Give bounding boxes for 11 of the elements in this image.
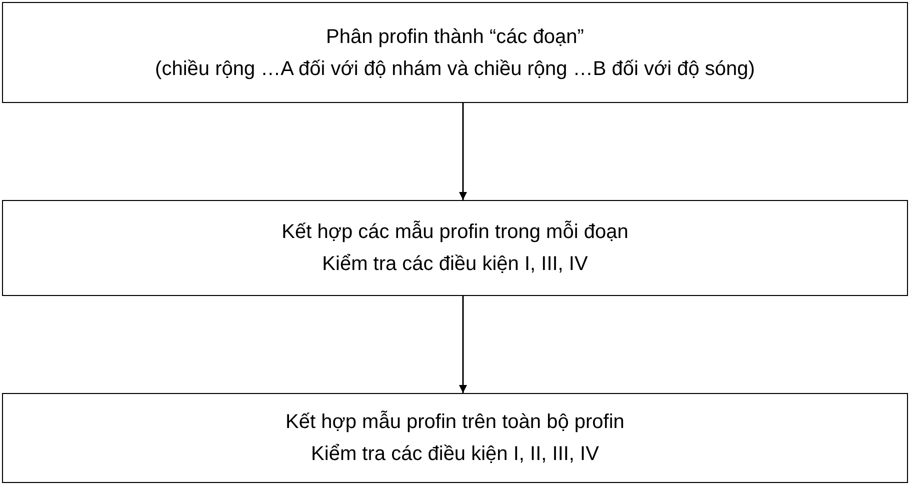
box-text: Kiểm tra các điều kiện I, III, IV: [322, 252, 588, 277]
box-text: Kết hợp các mẫu profin trong mỗi đoạn: [282, 220, 628, 245]
box-text: Kiểm tra các điều kiện I, II, III, IV: [311, 442, 599, 467]
arrow: [459, 103, 467, 200]
process-box: [2, 393, 908, 483]
process-box: [2, 200, 908, 296]
box-text: (chiều rộng …A đối với độ nhám và chiều rộng …B đối với độ sóng): [155, 56, 755, 82]
box-text: Kết hợp mẫu profin trên toàn bộ profin: [286, 410, 624, 435]
process-box: [2, 2, 908, 103]
box-text: Phân profin thành “các đoạn”: [326, 24, 584, 50]
arrow: [459, 296, 467, 393]
